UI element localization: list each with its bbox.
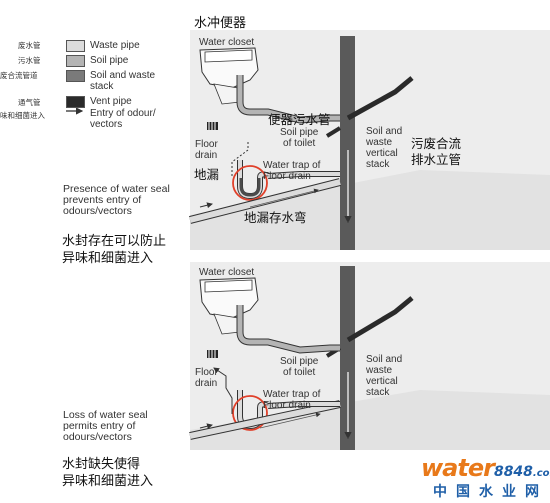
logo-word-com: .com xyxy=(532,468,550,479)
top-soil-pipe-cn: 便器污水管 xyxy=(268,112,331,127)
top-stack-cn: 污废合流 排水立管 xyxy=(411,136,462,167)
top-floor-shade xyxy=(190,170,550,250)
watermark-cn: 中国水业网 xyxy=(433,484,548,500)
legend-cn-1: 污水管 xyxy=(18,56,41,65)
top-floor-drain-en: Floor drain xyxy=(195,139,218,161)
bottom-vent-pipe xyxy=(346,296,414,343)
bottom-trap-en: Water trap of Floor drain xyxy=(263,389,321,411)
legend-swatch-vent xyxy=(66,96,85,108)
bottom-stack-en: Soil and waste vertical stack xyxy=(366,354,403,398)
top-water-seal xyxy=(239,178,261,197)
legend-en-3: Vent pipe xyxy=(90,96,132,107)
legend-en-0: Waste pipe xyxy=(90,40,140,51)
top-trap-cn: 地漏存水弯 xyxy=(244,210,307,225)
top-trap-highlight xyxy=(232,165,268,201)
bottom-caption-cn: 水封缺失使得 异味和细菌进入 xyxy=(62,457,154,489)
legend-cn-4: 味和细菌进入 xyxy=(0,111,45,120)
legend-swatch-soil xyxy=(66,55,85,67)
watermark-logo: water8848.com xyxy=(421,454,550,482)
top-floor-drain-cn: 地漏 xyxy=(194,167,220,182)
bottom-caption-en: Loss of water seal permits entry of odou… xyxy=(63,409,148,443)
bottom-floor-shade xyxy=(190,390,550,450)
bottom-stack xyxy=(340,266,355,450)
legend-cn-2: 废合流管道 xyxy=(0,71,38,80)
bottom-water-closet-label: Water closet xyxy=(199,267,255,278)
legend-swatch-waste xyxy=(66,40,85,52)
bottom-panel xyxy=(189,262,550,450)
legend-en-1: Soil pipe xyxy=(90,55,129,66)
top-trap-en: Water trap of Floor drain xyxy=(263,160,321,182)
title-cn: 水冲便器 xyxy=(194,16,247,31)
top-soil-pipe-en: Soil pipe of toilet xyxy=(280,127,319,149)
bottom-trap-highlight xyxy=(232,395,268,431)
top-odour-arrow xyxy=(231,140,249,176)
top-stack xyxy=(340,36,355,250)
logo-word-8848: 8848 xyxy=(493,464,533,480)
top-water-closet-label: Water closet xyxy=(199,37,255,48)
legend-swatch-stack xyxy=(66,70,85,82)
top-panel xyxy=(189,30,550,250)
bottom-soil-pipe-en: Soil pipe of toilet xyxy=(280,356,319,378)
legend-cn-3: 通气管 xyxy=(18,98,41,107)
bottom-floor-drain-en: Floor drain xyxy=(195,367,218,389)
legend-en-2: Soil and waste stack xyxy=(90,70,156,92)
top-caption-cn: 水封存在可以防止 异味和细菌进入 xyxy=(62,234,167,266)
legend-en-4: Entry of odour/ vectors xyxy=(90,108,156,130)
top-caption-en: Presence of water seal prevents entry of… xyxy=(63,183,170,217)
legend-cn-0: 废水管 xyxy=(18,41,41,50)
top-vent-pipe-2 xyxy=(325,126,342,138)
top-vent-pipe xyxy=(346,76,414,121)
logo-word-water: water xyxy=(421,454,495,482)
bottom-odour-arrow xyxy=(213,367,233,414)
top-stack-en: Soil and waste vertical stack xyxy=(366,126,403,170)
